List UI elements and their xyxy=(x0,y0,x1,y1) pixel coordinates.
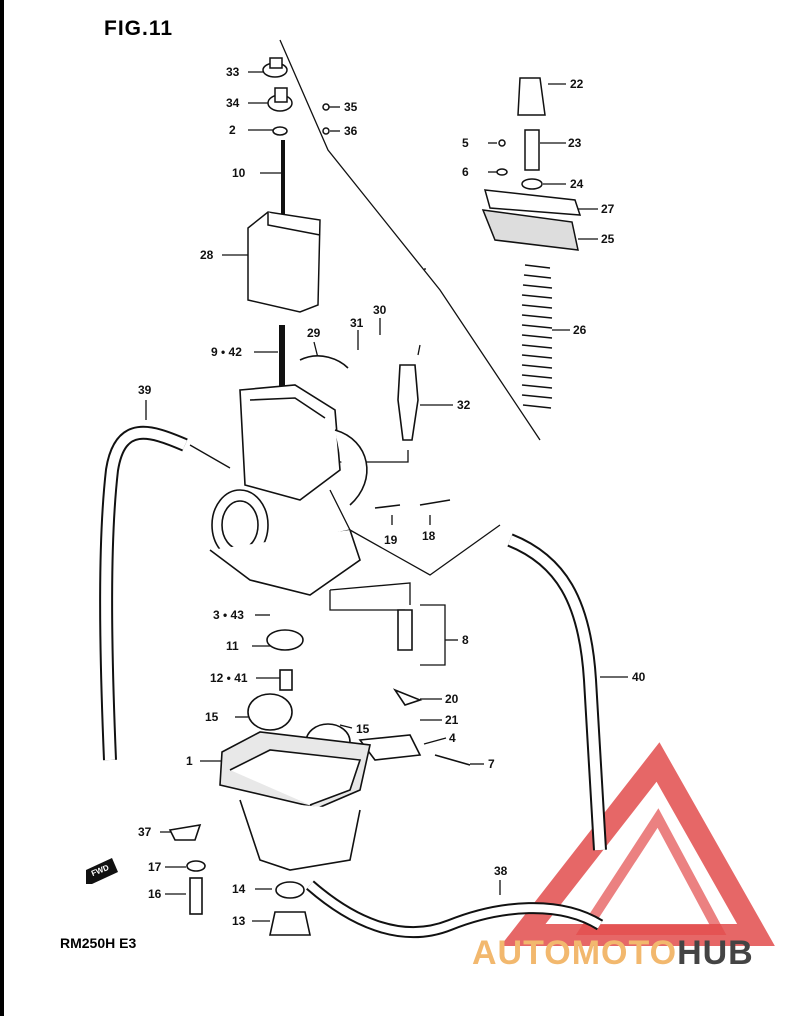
callout-27: 27 xyxy=(601,202,615,216)
callout-32: 32 xyxy=(457,398,471,412)
callout-40: 40 xyxy=(632,670,646,684)
callout-11: 11 xyxy=(226,639,239,653)
carburetor-body xyxy=(209,325,471,766)
callout-1: 1 xyxy=(186,754,193,768)
callout-23: 23 xyxy=(568,136,582,150)
callout-31: 31 xyxy=(350,316,364,330)
callout-18: 18 xyxy=(422,529,436,543)
callout-34: 34 xyxy=(226,96,240,110)
callout-2: 2 xyxy=(229,123,236,137)
callout-28: 28 xyxy=(200,248,214,262)
callout-22: 22 xyxy=(570,77,584,91)
callout-10: 10 xyxy=(232,166,246,180)
callout-33: 33 xyxy=(226,65,240,79)
watermark-logo xyxy=(500,742,775,946)
callout-3-43: 3 • 43 xyxy=(213,608,244,622)
callout-16: 16 xyxy=(148,887,162,901)
left-border xyxy=(0,0,4,1016)
callout-19: 19 xyxy=(384,533,398,547)
callout-26: 26 xyxy=(573,323,587,337)
watermark-text-part1: AUTOMOTO xyxy=(472,934,678,972)
right-cap-parts xyxy=(481,77,582,409)
callout-15-left: 15 xyxy=(205,710,219,724)
top-cap-parts xyxy=(247,57,330,313)
callout-39: 39 xyxy=(138,383,152,397)
callout-13: 13 xyxy=(232,914,246,928)
watermark-text-part2: HUB xyxy=(677,934,754,972)
callout-38: 38 xyxy=(494,864,508,878)
callout-20: 20 xyxy=(445,692,459,706)
callout-25: 25 xyxy=(601,232,615,246)
model-code: RM250H E3 xyxy=(60,935,137,951)
hoses xyxy=(99,425,607,939)
callout-35: 35 xyxy=(344,100,358,114)
watermark-text: AUTOMOTOHUB xyxy=(472,934,754,973)
callout-7: 7 xyxy=(488,757,495,771)
figure-title: FIG.11 xyxy=(104,17,174,40)
callout-6: 6 xyxy=(462,165,469,179)
callout-17: 17 xyxy=(148,860,162,874)
callout-24: 24 xyxy=(570,177,584,191)
callout-29: 29 xyxy=(307,326,321,340)
callout-9-42: 9 • 42 xyxy=(211,345,242,359)
callout-15-right: 15 xyxy=(356,722,370,736)
float-bowl xyxy=(168,731,371,936)
fwd-arrow xyxy=(86,858,118,884)
callout-14: 14 xyxy=(232,882,246,896)
throttle-spring xyxy=(521,264,553,409)
callout-4: 4 xyxy=(449,731,456,745)
leader-lines xyxy=(145,39,628,922)
callout-12-41: 12 • 41 xyxy=(210,671,248,685)
callout-21: 21 xyxy=(445,713,459,727)
callout-30: 30 xyxy=(373,303,387,317)
callout-37: 37 xyxy=(138,825,152,839)
callout-5: 5 xyxy=(462,136,469,150)
callout-36: 36 xyxy=(344,124,358,138)
callout-8: 8 xyxy=(462,633,469,647)
